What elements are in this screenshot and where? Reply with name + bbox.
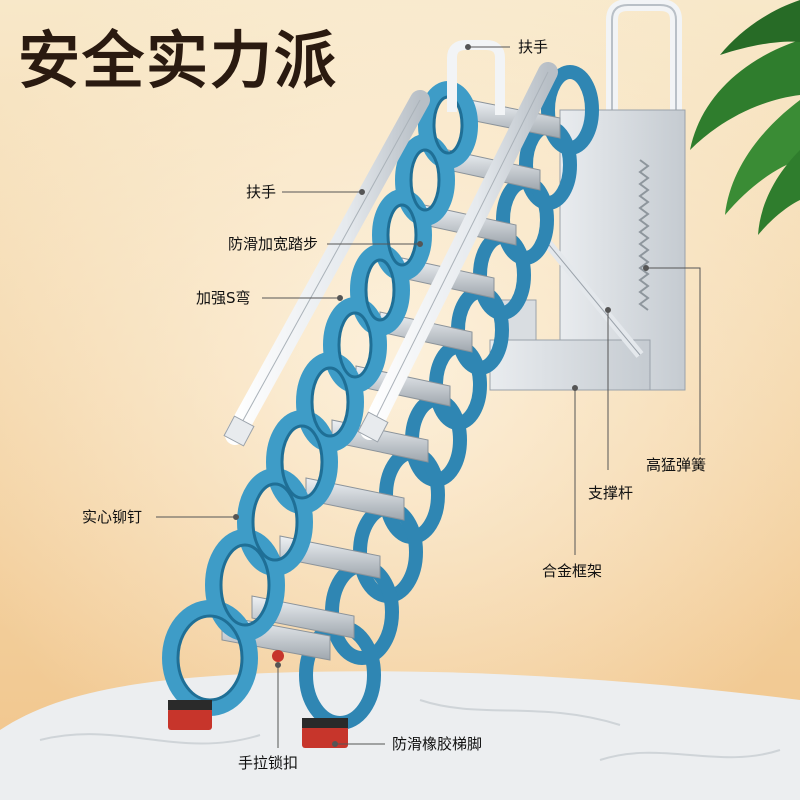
label-handrail: 扶手 — [246, 183, 277, 201]
palm-leaves — [690, 0, 800, 235]
label-anti-slip-step: 防滑加宽踏步 — [228, 235, 319, 253]
spring — [638, 159, 650, 311]
top-rail-loop — [447, 40, 505, 115]
label-handle-top: 扶手 — [518, 38, 549, 56]
alloy-frame — [489, 109, 686, 391]
label-anti-slip-rubber-foot: 防滑橡胶梯脚 — [392, 735, 483, 753]
scissor-links-front-dark — [176, 95, 464, 702]
marble-veins — [39, 699, 781, 761]
label-support-rod: 支撑杆 — [588, 484, 634, 502]
label-strong-spring: 高猛弹簧 — [646, 456, 707, 474]
handrail-right — [357, 62, 558, 443]
label-solid-rivet: 实心铆钉 — [82, 508, 143, 526]
label-pull-lock: 手拉锁扣 — [238, 754, 299, 772]
label-alloy-frame: 合金框架 — [542, 562, 603, 580]
pull-lock-knob — [272, 650, 284, 662]
rubber-feet — [168, 700, 348, 748]
headline: 安全实力派 — [18, 24, 339, 97]
handrail-left — [223, 90, 430, 447]
label-reinforced-s-bend: 加强S弯 — [196, 289, 251, 307]
leader-lines — [156, 44, 701, 748]
